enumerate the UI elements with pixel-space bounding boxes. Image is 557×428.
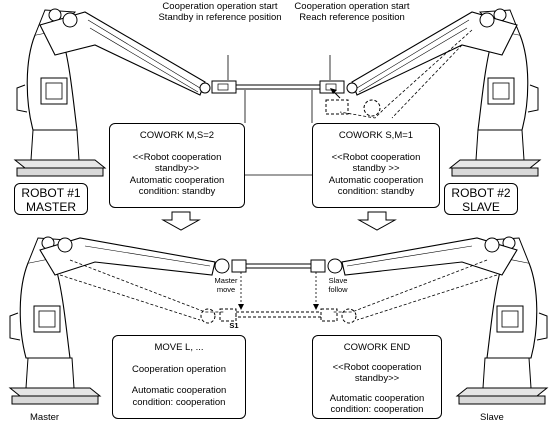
slave-box-line2: standby >> (352, 163, 400, 174)
right-note-line2: Reach reference position (299, 12, 405, 23)
end-box-line2: standby>> (354, 373, 400, 384)
slave-box-title: COWORK S,M=1 (338, 130, 414, 141)
robot2-slave-top (319, 8, 541, 177)
master-box-line2: standby>> (154, 163, 200, 174)
slave-box-line4: condition: standby (337, 186, 415, 197)
robot2-label-line2: SLAVE (462, 200, 500, 214)
workpiece-top (235, 84, 321, 90)
left-note: Cooperation operation start Standby in r… (140, 1, 300, 23)
slave-box-line3: Automatic cooperation (328, 174, 424, 186)
move-box-title: MOVE L, ... (154, 342, 204, 353)
slave-box-line1: <<Robot cooperation (331, 151, 421, 163)
slave-follow-line1: Slave (328, 276, 348, 285)
slave-follow-line2: follow (328, 285, 348, 294)
slave-caption: Slave (480, 412, 504, 423)
master-box-line1: <<Robot cooperation (132, 151, 222, 163)
slave-cowork-box: COWORK S,M=1 <<Robot cooperation standby… (312, 123, 440, 208)
left-note-line1: Cooperation operation start (162, 1, 278, 12)
master-move-line2: move (216, 285, 236, 294)
s1-label: S1 (229, 321, 239, 330)
end-box-title: COWORK END (343, 342, 411, 353)
move-box-line1: Cooperation operation (131, 363, 226, 375)
end-box-line4: condition: cooperation (330, 404, 424, 415)
robot2-label-line1: ROBOT #2 (451, 186, 511, 200)
master-box-line4: condition: standby (138, 186, 216, 197)
move-box-line3: condition: cooperation (132, 396, 226, 408)
end-box-line1: <<Robot cooperation (332, 361, 422, 373)
master-caption: Master (30, 412, 60, 423)
down-arrow-left (161, 211, 201, 231)
move-l-box: MOVE L, ... Cooperation operation Automa… (112, 335, 246, 419)
workpiece-ghost (235, 311, 322, 318)
robot1-label: ROBOT #1 MASTER (14, 183, 88, 215)
master-box-title: COWORK M,S=2 (139, 130, 215, 141)
left-note-line2: Standby in reference position (158, 12, 282, 23)
slave-follow-label: Slave follow (318, 276, 358, 294)
robot2-label: ROBOT #2 SLAVE (444, 183, 518, 215)
master-move-line1: Master (214, 276, 238, 285)
down-arrow-right (357, 211, 397, 231)
robot-master-bottom (9, 236, 247, 405)
cowork-end-box: COWORK END <<Robot cooperation standby>>… (312, 335, 442, 419)
move-box-line2: Automatic cooperation (131, 385, 227, 396)
end-box-line3: Automatic cooperation (329, 392, 425, 404)
right-note: Cooperation operation start Reach refere… (272, 1, 432, 23)
robot1-master-top (14, 8, 237, 177)
workpiece-bottom (245, 263, 312, 269)
robot1-label-line2: MASTER (25, 200, 76, 214)
robot-slave-bottom (310, 236, 548, 405)
master-move-label: Master move (206, 276, 246, 294)
master-box-line3: Automatic cooperation (129, 174, 225, 186)
master-cowork-box: COWORK M,S=2 <<Robot cooperation standby… (109, 123, 245, 208)
right-note-line1: Cooperation operation start (294, 1, 410, 12)
robot1-label-line1: ROBOT #1 (21, 186, 81, 200)
